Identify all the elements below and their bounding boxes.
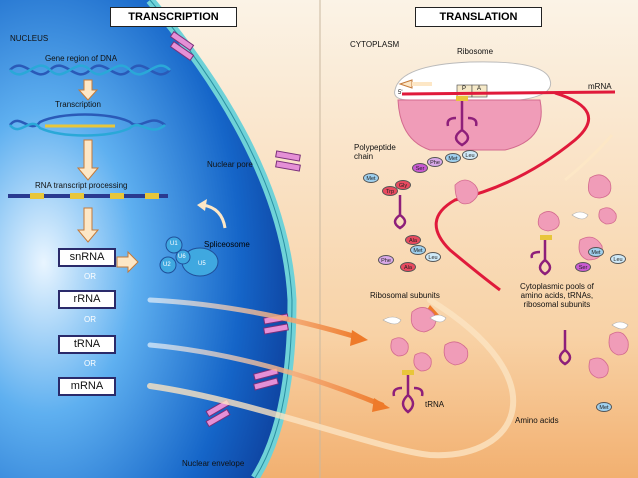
ribosome	[394, 61, 552, 151]
trna-label: tRNA	[425, 400, 445, 409]
gene-region-label: Gene region of DNA	[45, 54, 118, 63]
trna-anticodons	[402, 96, 552, 375]
ribosome-label: Ribosome	[457, 47, 494, 56]
rna-type-rrna: rRNA	[58, 290, 116, 309]
dna-helix	[9, 64, 171, 76]
rna-transcript	[8, 193, 168, 199]
mrna-exit-arrow	[564, 134, 614, 182]
amino-acid-bead: Ser	[575, 262, 591, 272]
u1-label: U1	[170, 241, 178, 247]
spliceosome	[159, 236, 219, 277]
amino-acid-bead: Leu	[610, 254, 626, 264]
amino-acid-bead: Leu	[425, 252, 441, 262]
amino-acid-bead: Leu	[462, 150, 478, 160]
amino-acid-bead: Met	[588, 247, 604, 257]
a-site-label: A	[477, 86, 482, 92]
rna-processing-label: RNA transcript processing	[35, 181, 128, 190]
trna-icons	[392, 100, 572, 414]
cytoplasm-label: CYTOPLASM	[350, 40, 400, 49]
amino-acid-bead: Ala	[405, 235, 421, 245]
process-arrows	[76, 79, 139, 274]
or-label-2: OR	[84, 315, 96, 324]
ribosomal-subunits-label: Ribosomal subunits	[370, 291, 440, 300]
rna-type-trna: tRNA	[58, 335, 116, 354]
amino-acid-bead: Gly	[395, 180, 411, 190]
p-site-label: P	[462, 86, 467, 92]
u2-label: U2	[163, 262, 171, 268]
transcription-header: TRANSCRIPTION	[110, 7, 237, 27]
transcription-bubble	[9, 113, 166, 137]
nuclear-envelope-label: Nuclear envelope	[182, 459, 245, 468]
splice-return-arrow	[202, 203, 227, 229]
amino-acid-bead: Met	[410, 245, 426, 255]
rna-type-snrna: snRNA	[58, 248, 116, 267]
amino-acid-bead: Phe	[378, 255, 394, 265]
or-label-3: OR	[84, 359, 96, 368]
amino-acids-label: Amino acids	[515, 416, 559, 425]
amino-acid-bead: Ser	[412, 163, 428, 173]
u5-label: U5	[198, 261, 206, 267]
five-prime-label: 5'	[398, 90, 403, 96]
amino-acid-bead: Phe	[427, 157, 443, 167]
amino-acid-bead: Met	[596, 402, 612, 412]
nucleus-label: NUCLEUS	[10, 34, 49, 43]
amino-acid-bead: Met	[445, 153, 461, 163]
translation-header: TRANSLATION	[415, 7, 542, 27]
transcription-label: Transcription	[55, 100, 101, 109]
rna-type-mrna: mRNA	[58, 377, 116, 396]
amino-acid-bead: Ala	[400, 262, 416, 272]
mrna-strand	[401, 90, 616, 96]
spliceosome-label: Spliceosome	[204, 240, 250, 249]
or-label-1: OR	[84, 272, 96, 281]
amino-acid-bead: Met	[363, 173, 379, 183]
nuclear-pore-label: Nuclear pore	[207, 160, 253, 169]
u4-label: U6	[178, 254, 186, 260]
nucleus	[0, 0, 292, 478]
export-arrows	[147, 297, 517, 459]
mrna-label: mRNA	[588, 82, 612, 91]
amino-acid-bead: Trp	[382, 186, 398, 196]
